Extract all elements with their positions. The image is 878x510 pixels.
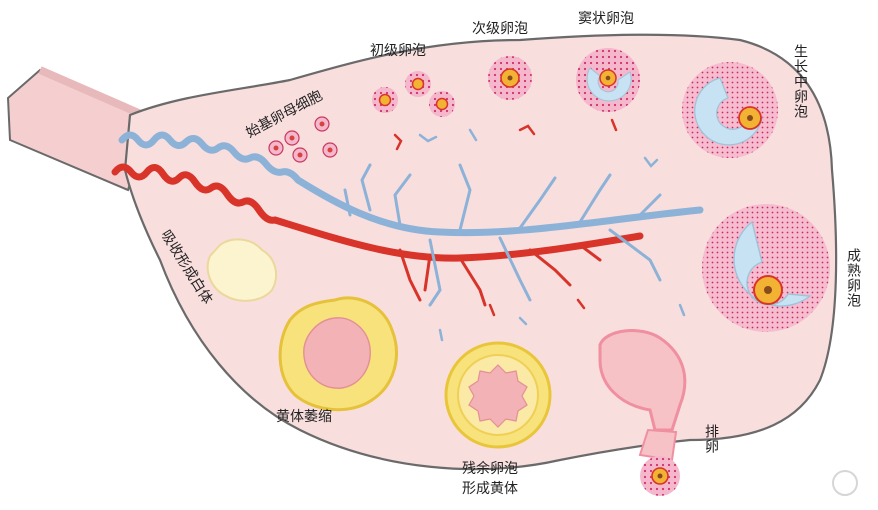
blue-branches	[343, 163, 662, 307]
label-primary: 初级卵泡	[370, 43, 426, 59]
atrophying-corpus-luteum	[278, 296, 398, 412]
mature-follicle	[702, 204, 830, 332]
label-secondary: 次级卵泡	[472, 21, 528, 37]
growing-follicle	[682, 62, 778, 158]
label-growing: 生长中卵泡	[792, 44, 808, 119]
vein	[118, 131, 704, 237]
secondary-follicle	[488, 56, 532, 100]
label-antral: 窦状卵泡	[578, 11, 634, 27]
label-corpus-luteum-2: 形成黄体	[462, 481, 518, 497]
label-atrophy: 黄体萎缩	[276, 409, 332, 425]
primordial-follicles	[268, 116, 338, 163]
label-ovulation: 排卵	[703, 424, 719, 454]
corpus-albicans	[206, 238, 278, 302]
ovulation-site	[598, 329, 687, 496]
label-corpus-luteum-1: 残余卵泡	[462, 461, 518, 477]
antral-follicle	[576, 48, 640, 112]
watermark	[832, 470, 858, 496]
artery	[111, 163, 644, 262]
primary-follicles	[372, 71, 455, 117]
red-branches	[398, 243, 602, 307]
label-mature: 成熟卵泡	[845, 248, 861, 308]
corpus-luteum	[444, 341, 552, 449]
watermark-logo-icon	[832, 470, 858, 496]
